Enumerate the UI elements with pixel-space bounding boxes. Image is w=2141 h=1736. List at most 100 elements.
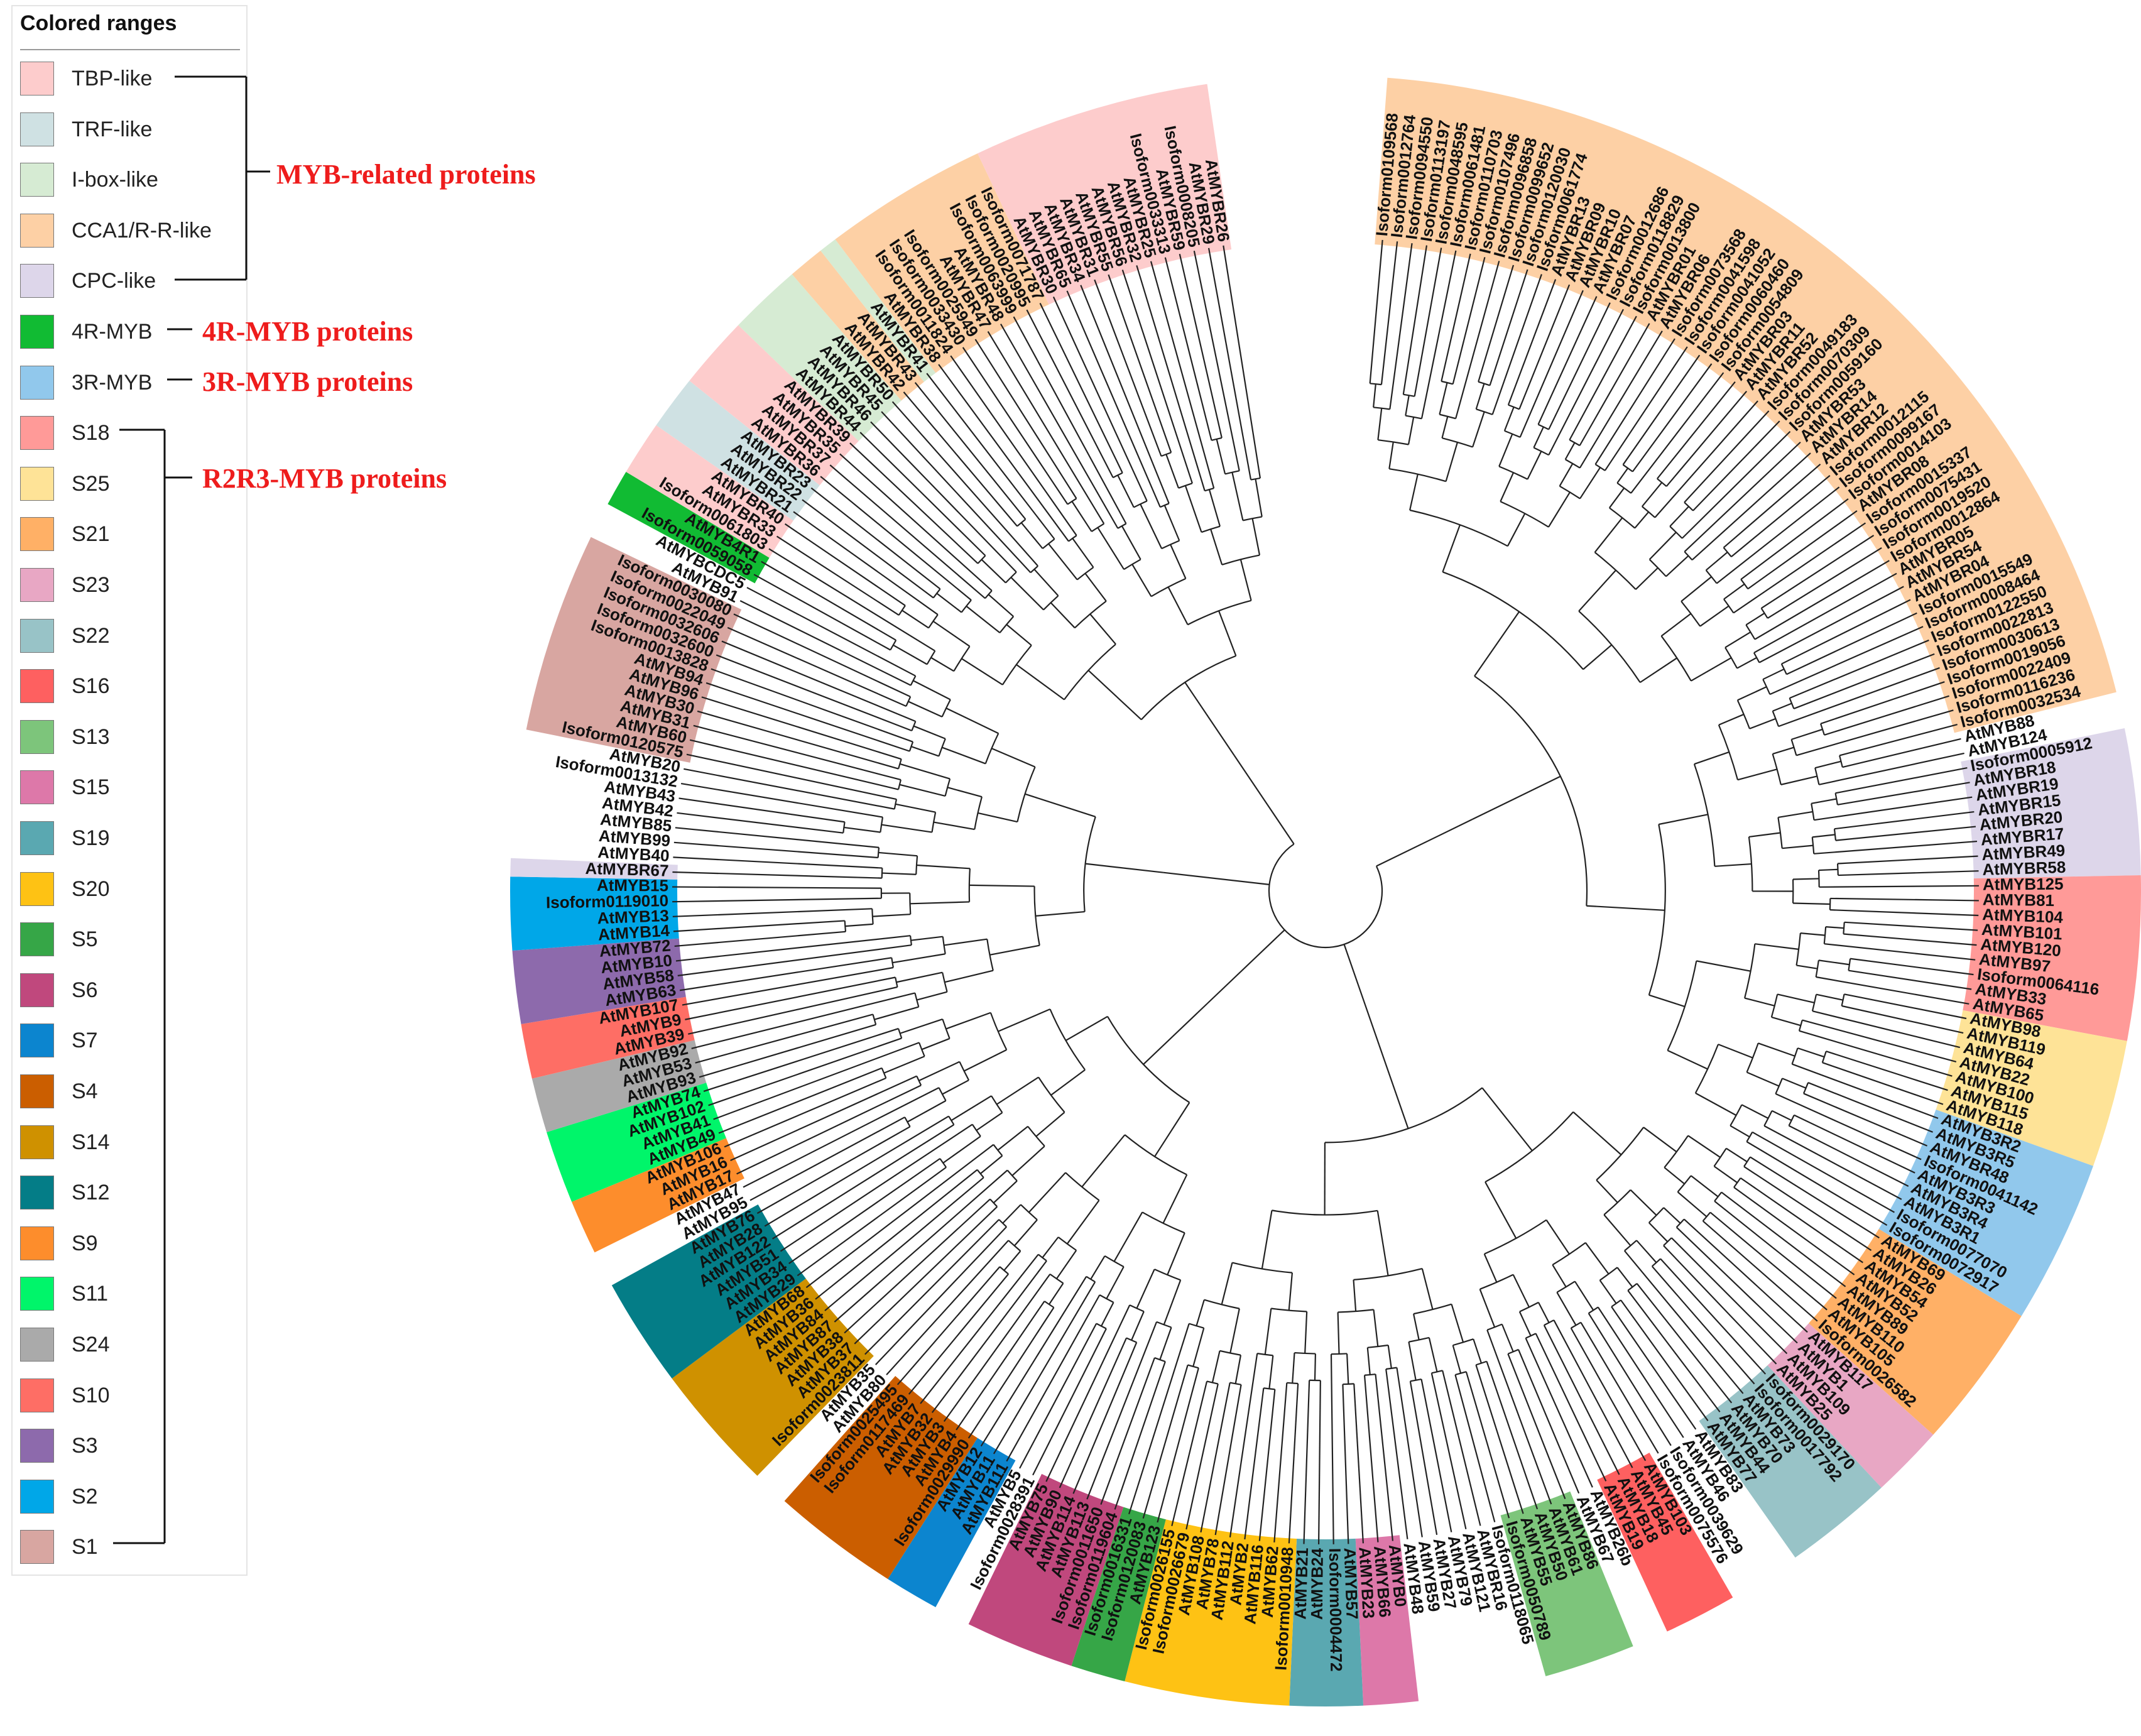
legend-label: S15 [72,775,110,800]
tree-branch [1257,1353,1273,1357]
tree-branch [989,944,1040,956]
tree-branch [1616,482,1632,494]
tree-branch [1207,248,1252,480]
tree-branch [886,1240,1009,1375]
tree-branch [1518,1311,1532,1336]
tree-branch [1691,452,1811,561]
tree-branch [1684,410,1770,503]
tree-branch [1616,1267,1633,1288]
tree-branch [950,355,1077,536]
tree-branch [1844,921,1978,931]
tree-branch [805,1144,994,1289]
tree-branch [1442,524,1461,572]
tree-branch [1579,467,1601,500]
tree-branch [893,644,928,665]
tree-branch [716,654,912,732]
tree-branch [1131,564,1152,597]
tree-branch [1814,840,1978,854]
legend-swatch [20,1277,54,1311]
tree-branch [1038,1076,1065,1113]
tree-branch [1597,1306,1684,1438]
tree-branch [1491,274,1542,415]
tree-branch [1624,1250,1744,1394]
tree-branch [1824,943,1976,961]
tree-branch [1038,1253,1047,1262]
colored-range-sector [547,1083,726,1202]
tree-branch [1288,1383,1299,1544]
tree-branch [1746,1141,1888,1226]
tree-branch [1184,682,1235,756]
tree-branch [1691,1175,1719,1198]
tree-branch [1170,544,1187,579]
legend-label: CPC-like [72,269,156,293]
tree-branch [1842,738,1961,768]
tree-branch [951,1095,992,1122]
tree-branch [1086,1321,1158,1500]
tree-branch [1210,528,1223,565]
tree-branch [1775,1093,1922,1160]
tree-branch [684,768,895,810]
tree-branch [943,1274,1051,1422]
colored-range-sector [784,1376,978,1580]
tree-branch [944,938,988,946]
tree-branch [772,1124,955,1240]
legend-swatch [20,973,54,1007]
tree-branch [1445,442,1458,482]
tree-branch [1687,1135,1721,1159]
tree-branch [1789,639,1929,699]
tree-branch [908,1274,1010,1395]
tree-branch [1769,626,1924,696]
tree-branch [1507,279,1557,405]
tree-branch [674,931,846,947]
tree-branch [1441,253,1471,382]
tree-branch [908,701,943,718]
legend-divider [20,49,240,50]
tree-branch [1841,1005,1964,1034]
tree-branch [1097,527,1125,570]
tree-branch [872,1014,877,1025]
tree-branch [904,1116,911,1127]
tree-branch [1745,624,1756,640]
tree-branch [1057,1236,1077,1251]
tree-branch [820,476,972,601]
tree-branch [1353,1384,1364,1544]
tree-branch [989,1012,1008,1051]
colored-range-sector [607,472,770,584]
tree-branch [1157,1367,1199,1523]
colored-range-sector [611,1204,806,1379]
tree-branch [1565,459,1581,469]
tree-branch [1537,1302,1550,1323]
tree-branch [1420,250,1457,419]
tree-branch [1753,572,1897,653]
tree-branch [870,421,1017,573]
tree-branch [1570,1328,1647,1461]
tree-branch [1221,554,1260,565]
legend-label: S4 [72,1079,98,1103]
tree-branch [1669,506,1689,527]
tree-branch [898,779,902,790]
tree-branch [675,935,911,962]
tree-branch [1288,1272,1294,1311]
legend-swatch [20,568,54,602]
tree-branch [1730,1125,1750,1138]
tree-branch [1090,1255,1106,1280]
tree-branch [746,587,916,677]
tree-branch [1407,417,1415,445]
tree-branch [998,1219,1007,1228]
tree-branch [1794,1114,1915,1174]
tree-branch [1736,657,1757,669]
tree-branch [1778,667,1940,728]
colored-range-sector [672,1279,874,1476]
tree-branch [1451,1304,1464,1343]
tree-branch [1616,467,1629,484]
tree-branch [916,991,947,1001]
legend-swatch [20,1479,54,1514]
tree-branch [1136,1269,1155,1309]
legend-swatch [20,315,54,349]
tree-branch [1234,1355,1242,1384]
tree-branch [1163,871,1270,885]
tree-branch [1556,1292,1577,1326]
tree-branch [1478,381,1490,386]
tree-branch [1596,1179,1618,1203]
tree-branch [1373,384,1376,408]
